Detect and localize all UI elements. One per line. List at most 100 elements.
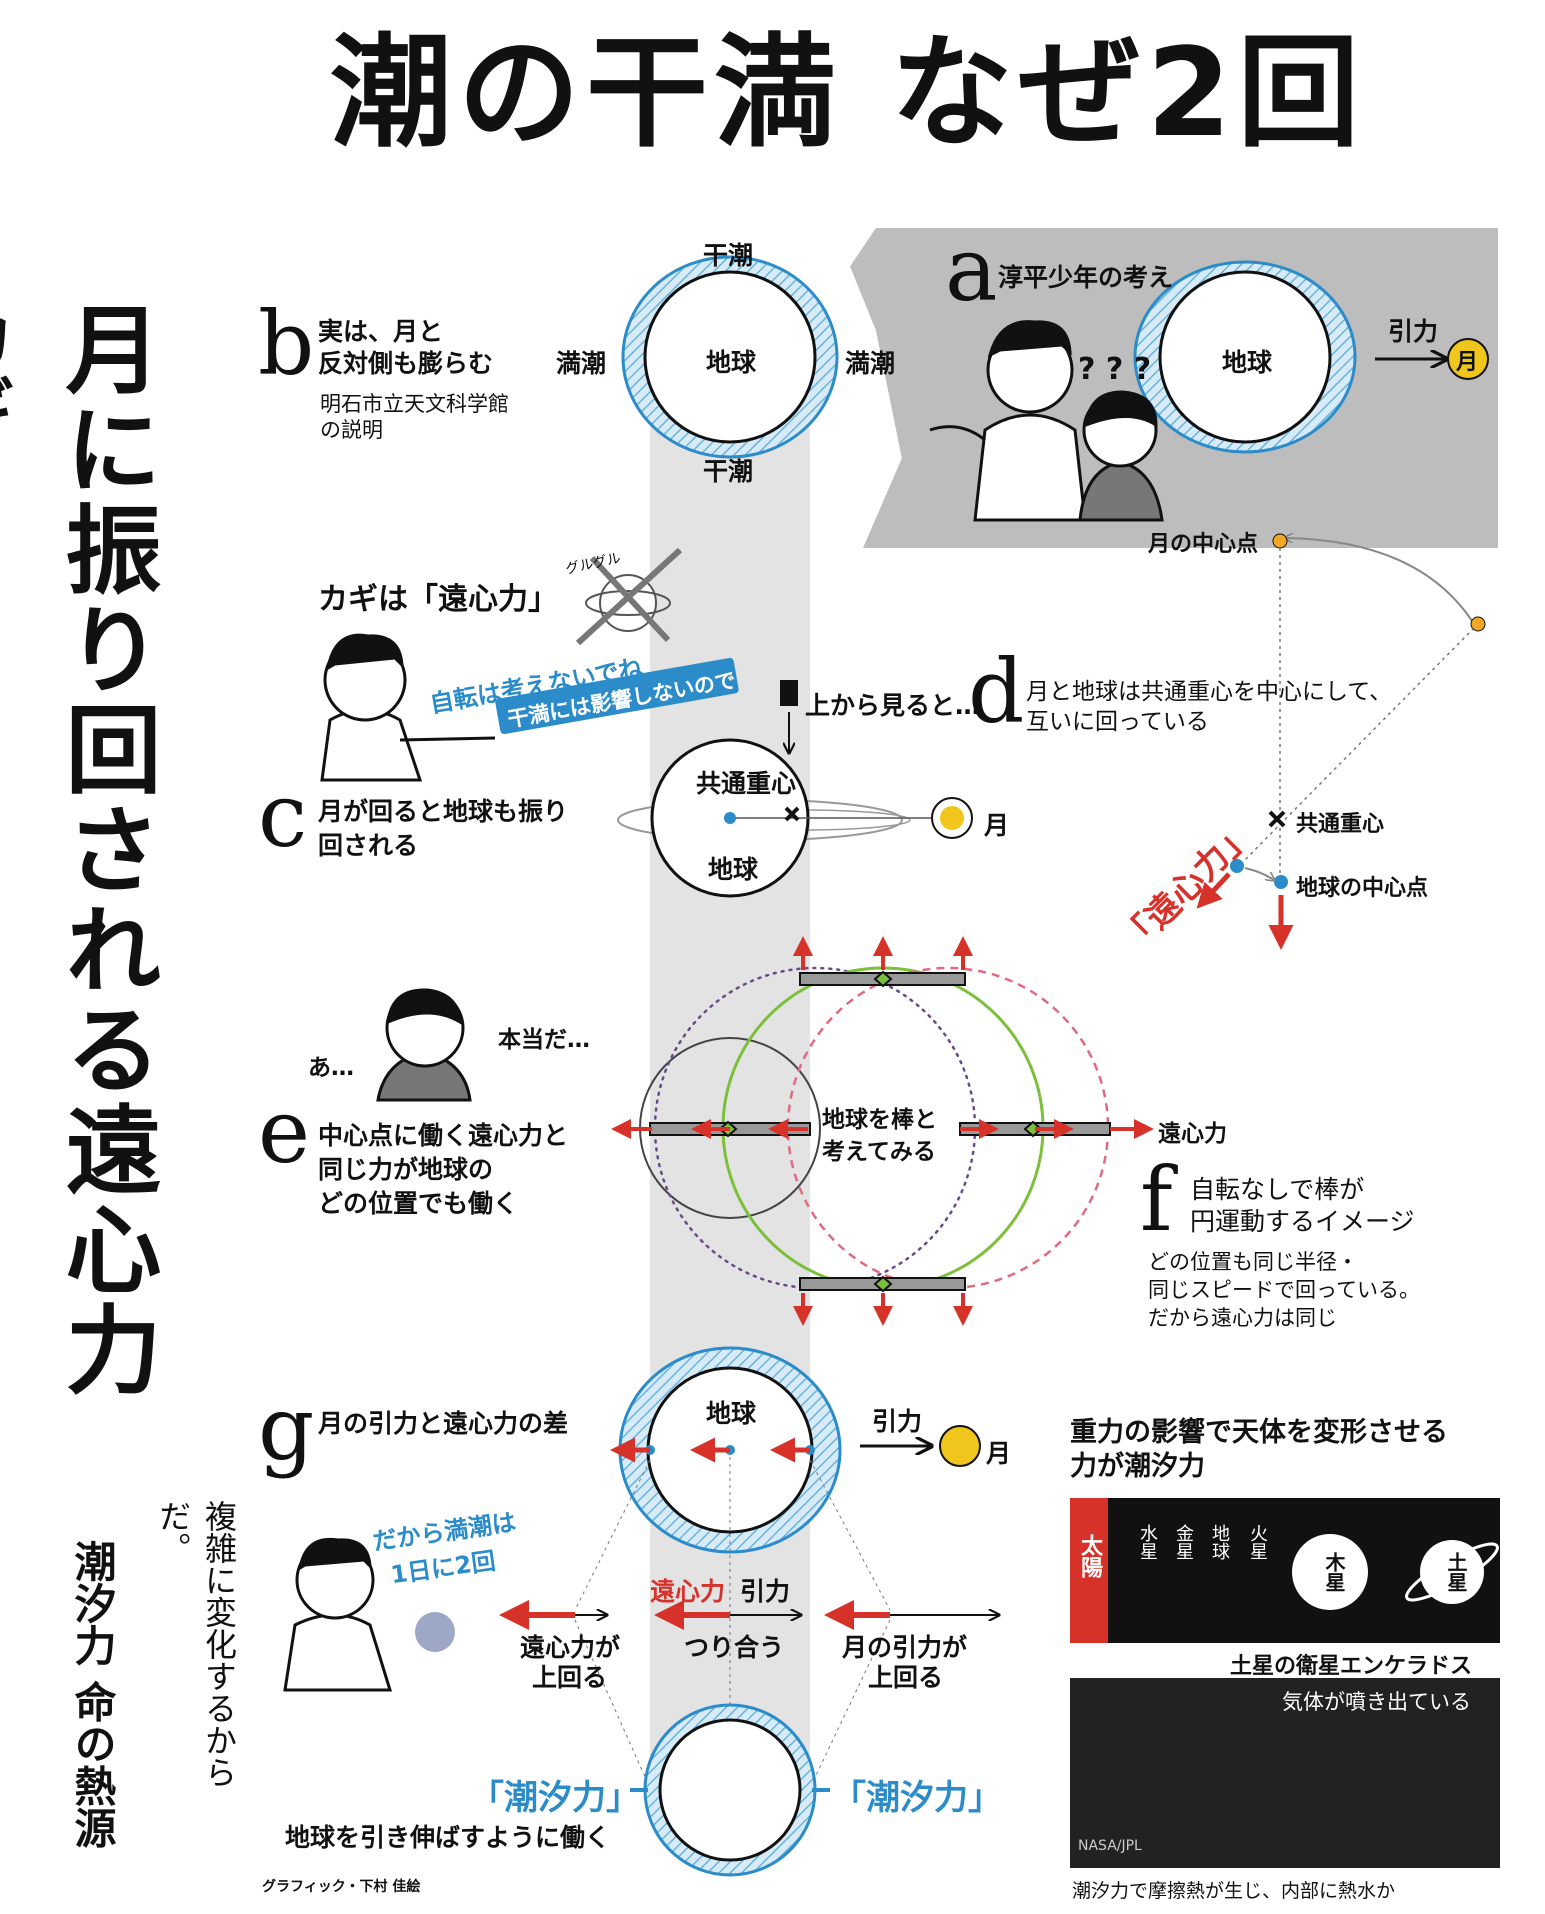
teacher-figure-g: [283, 1537, 455, 1692]
panel-e-line-3: どの位置でも働く: [318, 1189, 519, 1218]
panel-b-source-1: 明石市立天文科学館: [320, 392, 509, 416]
camera-icon: [780, 680, 798, 706]
panel-c-line-2: 回される: [318, 831, 419, 860]
panel-a-letter: a: [945, 218, 998, 321]
moon-label-a: 月: [1456, 350, 1479, 375]
gravity-label-g: 引力: [872, 1407, 923, 1436]
panel-e-letter: e: [258, 1080, 311, 1183]
panel-b-heading-2: 反対側も膨らむ: [318, 349, 494, 378]
earth-bulge-b: [621, 255, 839, 459]
graphic-credit: グラフィック・下村 佳絵: [262, 1879, 421, 1895]
centrifugal-arrows-e: [611, 936, 1154, 1326]
gravity-label-a: 引力: [1388, 317, 1439, 346]
mid-label: つり合う: [684, 1633, 785, 1662]
panel-g-heading: 月の引力と遠心力の差: [318, 1409, 569, 1438]
gas-label: 気体が噴き出ている: [1282, 1690, 1471, 1714]
panel-e-line-1: 中心点に働く遠心力と: [318, 1121, 569, 1150]
question-marks: ? ? ?: [1078, 352, 1152, 387]
earth-tidal-bottom: [630, 1703, 830, 1877]
right-label-1: 月の引力が: [842, 1633, 968, 1662]
planet-jupiter: 木星: [1322, 1552, 1346, 1592]
moon-g: [939, 1425, 981, 1467]
panel-c-line-1: 月が回ると地球も振り: [318, 797, 569, 826]
sidebar-caption: 複雑に変化するからだ。: [154, 1500, 238, 1788]
centrifugal-label-g: 遠心力: [650, 1577, 726, 1606]
panel-f-note-3: だから遠心力は同じ: [1148, 1306, 1337, 1330]
panel-b-source-2: の説明: [320, 418, 383, 442]
panel-d-letter: d: [968, 640, 1025, 743]
gravity-label-g2: 引力: [740, 1577, 791, 1606]
high-tide-left: 満潮: [556, 349, 607, 378]
exclaim-label: あ…: [308, 1055, 354, 1081]
panel-g-letter: g: [258, 1377, 315, 1480]
tidal-caption: 潮汐力で摩擦熱が生じ、内部に熱水か: [1072, 1880, 1396, 1902]
barycenter-label-c: 共通重心: [696, 769, 797, 798]
panel-e-line-2: 同じ力が地球の: [318, 1155, 494, 1184]
really-label: 本当だ…: [498, 1027, 590, 1053]
tidal-heading-2: 力が潮汐力: [1070, 1451, 1205, 1482]
planet-saturn: 土星: [1444, 1552, 1468, 1592]
moon-label-g: 月: [986, 1439, 1012, 1468]
sun-label: 太陽: [1077, 1534, 1103, 1578]
surprised-boy-figure: [376, 988, 472, 1102]
earth-center-label: 地球の中心点: [1296, 876, 1429, 901]
panel-f-letter: f: [1140, 1148, 1173, 1251]
moon-label-c: 月: [984, 811, 1010, 840]
earth-label-b: 地球: [706, 348, 757, 377]
orbit-diagram-d: [1196, 534, 1486, 950]
teacher-pointing-figure: [320, 633, 496, 782]
high-tide-right: 満潮: [845, 349, 896, 378]
rod-label-2: 考えてみる: [822, 1132, 936, 1166]
planet-earth: 地球: [1209, 1524, 1230, 1560]
vertical-title-tail: カギ: [0, 300, 17, 448]
panel-b-heading-1: 実は、月と: [318, 317, 444, 346]
panel-f-note-2: 同じスピードで回っている。: [1148, 1278, 1420, 1302]
boy-figure-a: [1078, 390, 1164, 522]
panel-f-note-1: どの位置も同じ半径・: [1148, 1250, 1358, 1274]
left-label-1: 遠心力が: [520, 1633, 621, 1662]
enceladus-label: 土星の衛星エンケラドス: [1230, 1654, 1473, 1679]
series-title: 潮汐力 命の熱源: [68, 1540, 117, 1849]
tidal-heading-1: 重力の影響で天体を変形させる: [1070, 1417, 1448, 1448]
stretch-label: 地球を引き伸ばすように働く: [285, 1823, 611, 1852]
earth-label-g: 地球: [706, 1399, 757, 1428]
force-comparison: [499, 1459, 998, 1789]
right-label-2: 上回る: [868, 1663, 944, 1692]
earth-label-c: 地球: [708, 855, 759, 884]
low-tide-top: 干潮: [703, 241, 754, 270]
panel-d-line-2: 互いに回っている: [1026, 709, 1209, 735]
planet-mercury: 水星: [1137, 1524, 1158, 1560]
moon-a: [1447, 338, 1489, 380]
vertical-title: 月に振り回される遠心力カギ: [0, 300, 170, 1450]
rotation-crossed-icon: [575, 547, 683, 646]
tidal-force-right: 「潮汐力」: [832, 1778, 1002, 1818]
earth-label-a: 地球: [1222, 348, 1273, 377]
planet-venus: 金星: [1173, 1524, 1194, 1560]
centrifugal-label-e: 遠心力: [1158, 1121, 1227, 1147]
key-heading: カギは「遠心力」: [318, 582, 558, 617]
vertical-title-main: 月に振り回される遠心力: [49, 300, 162, 1400]
solar-system-panel: [1070, 1498, 1500, 1643]
photo-credit: NASA/JPL: [1078, 1838, 1142, 1854]
left-label-2: 上回る: [532, 1663, 608, 1692]
earth-a: [1133, 260, 1357, 454]
professor-figure-a: [929, 320, 1087, 522]
low-tide-bottom: 干潮: [703, 457, 754, 486]
panel-f-line-1: 自転なしで棒が: [1190, 1175, 1365, 1204]
moon-center-label: 月の中心点: [1148, 532, 1259, 557]
panel-b-letter: b: [258, 292, 315, 395]
panel-a-heading: 淳平少年の考え: [998, 263, 1174, 292]
panel-d-line-1: 月と地球は共通重心を中心にして、: [1026, 679, 1393, 705]
rod-label-1: 地球を棒と: [822, 1100, 937, 1134]
panel-c-letter: c: [258, 764, 308, 867]
from-above-label: 上から見ると…: [805, 691, 981, 720]
speech-ribbon: [495, 657, 739, 735]
barycenter-label-d: 共通重心: [1296, 812, 1385, 837]
planet-mars: 火星: [1247, 1524, 1268, 1560]
panel-f-line-2: 円運動するイメージ: [1190, 1207, 1415, 1236]
earth-moon-system-c: [617, 738, 973, 898]
tidal-force-left: 「潮汐力」: [470, 1778, 640, 1818]
enceladus-photo: [1070, 1678, 1500, 1868]
page-title: 潮の干満 なぜ2回: [330, 22, 1366, 164]
